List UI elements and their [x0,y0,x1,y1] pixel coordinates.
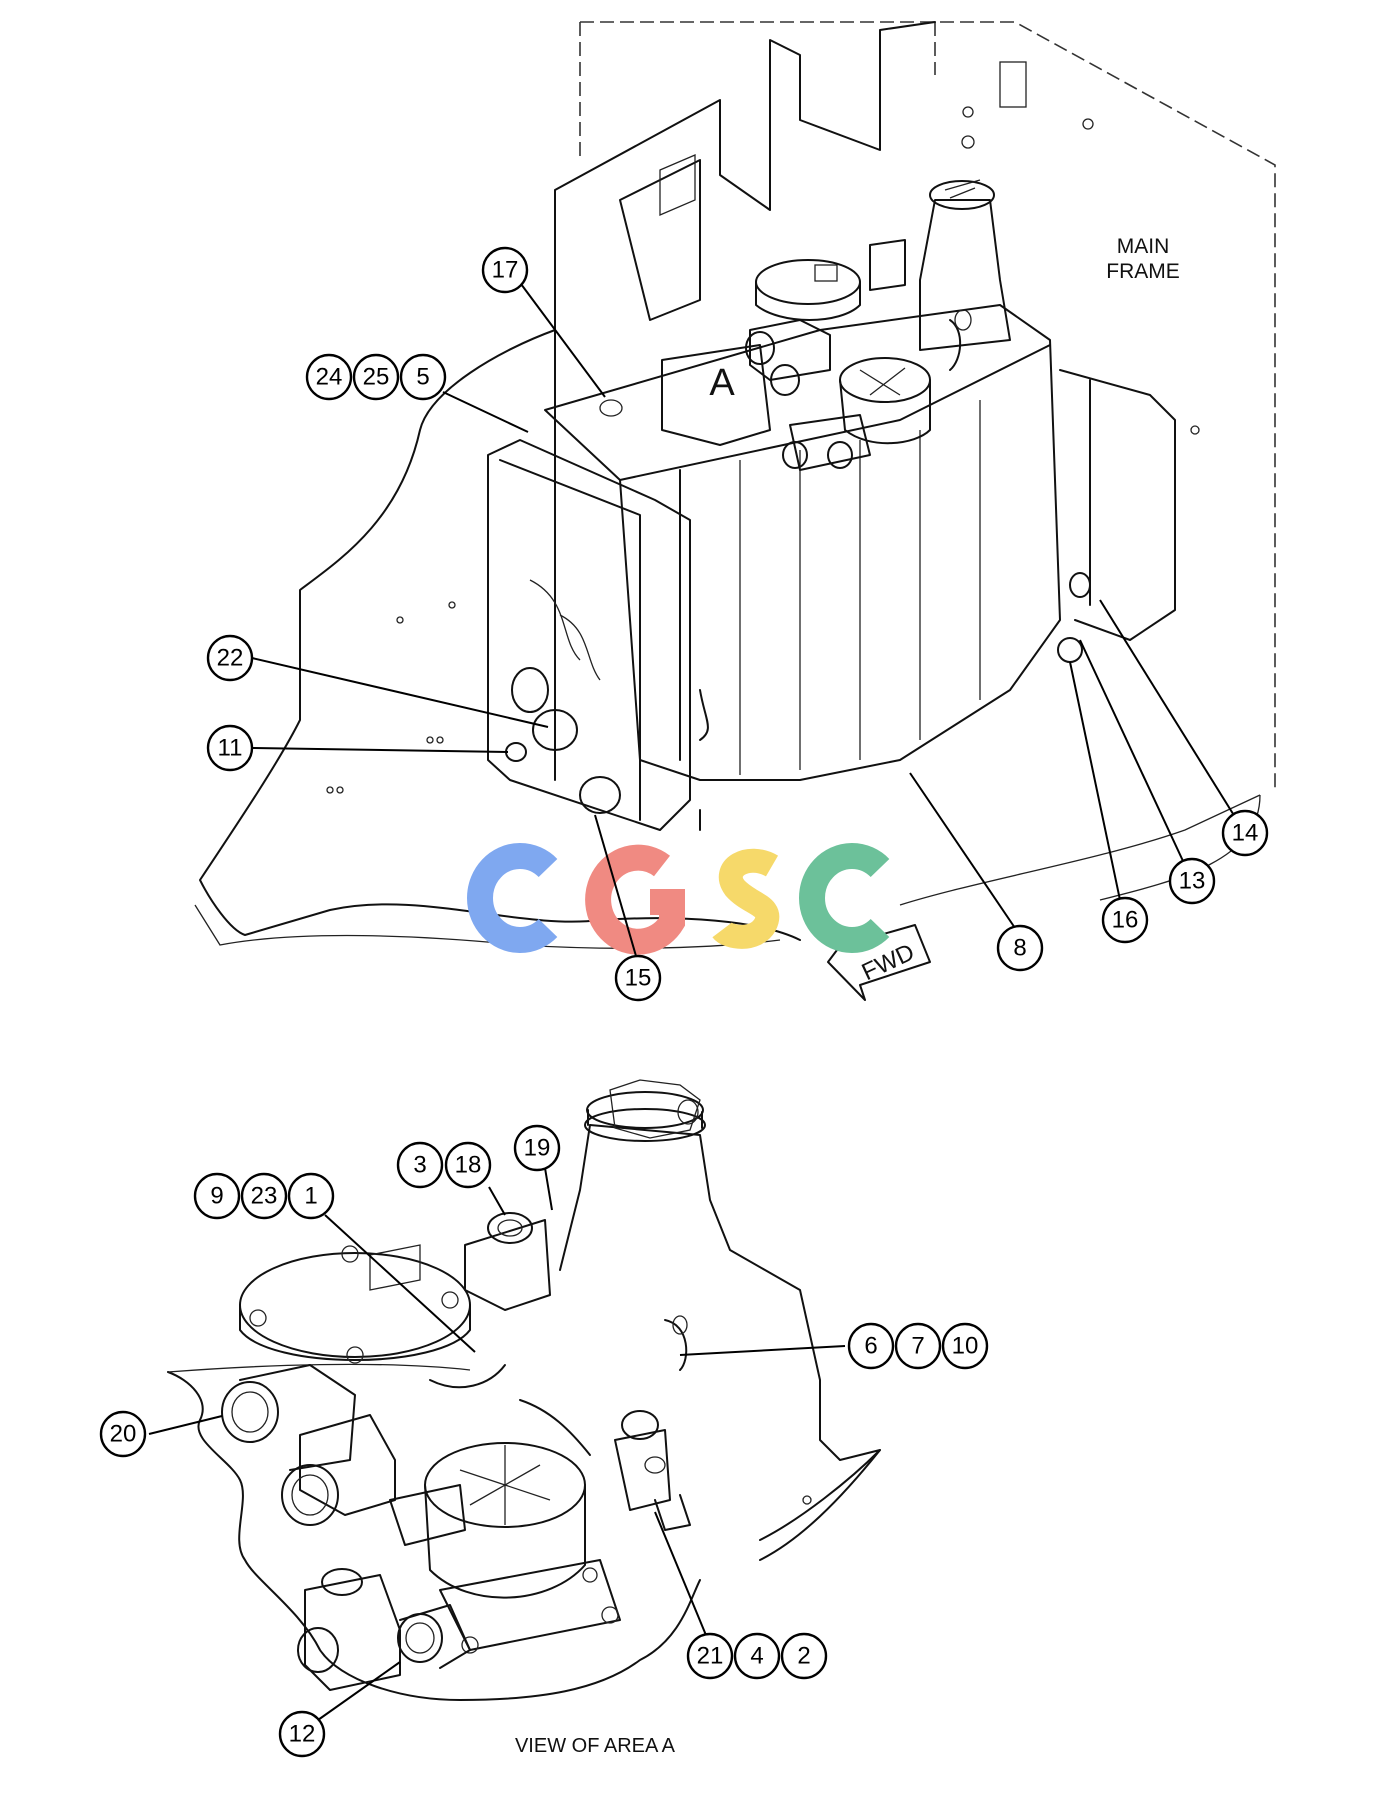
callout-16: 16 [1101,896,1149,944]
callout-24: 24 [305,353,353,401]
callout-12: 12 [278,1710,326,1758]
callout-9-text: 9 [210,1183,223,1210]
callout-1: 1 [287,1172,335,1220]
callout-13: 13 [1168,857,1216,905]
main-frame-label-line1: MAIN [1117,235,1170,258]
callout-9: 9 [193,1172,241,1220]
main-frame-label-line2: FRAME [1106,260,1180,283]
callout-25: 25 [352,353,400,401]
callout-11: 11 [206,724,254,772]
callout-20-text: 20 [110,1421,137,1448]
callout-15: 15 [614,954,662,1002]
callout-8-text: 8 [1013,935,1026,962]
callout-19-text: 19 [524,1135,551,1162]
callout-10: 10 [941,1322,989,1370]
callout-19: 19 [513,1124,561,1172]
callout-14: 14 [1221,809,1269,857]
callout-5-text: 5 [416,364,429,391]
callout-18: 18 [444,1141,492,1189]
callout-18-text: 18 [455,1152,482,1179]
area-a-label: A [709,362,735,404]
callout-12-text: 12 [289,1721,316,1748]
callout-2: 2 [780,1632,828,1680]
callout-6-text: 6 [864,1333,877,1360]
callout-3: 3 [396,1141,444,1189]
callout-23: 23 [240,1172,288,1220]
hydraulic-tank: A [487,179,1176,831]
callout-22-text: 22 [217,645,244,672]
callout-23-text: 23 [251,1183,278,1210]
callout-8: 8 [996,924,1044,972]
callout-15-text: 15 [625,965,652,992]
callout-20: 20 [99,1410,147,1458]
callout-25-text: 25 [363,364,390,391]
callout-16-text: 16 [1112,907,1139,934]
callout-7: 7 [894,1322,942,1370]
callout-3-text: 3 [413,1152,426,1179]
callout-4: 4 [733,1632,781,1680]
leader-lines [148,283,1236,1721]
callout-13-text: 13 [1179,868,1206,895]
callout-21: 21 [686,1632,734,1680]
callout-4-text: 4 [750,1643,763,1670]
callout-7-text: 7 [911,1333,924,1360]
callout-1-text: 1 [304,1183,317,1210]
callout-24-text: 24 [316,364,343,391]
callout-11-text: 11 [218,735,243,762]
main-frame-plate [554,21,1276,790]
detail-view [167,1079,881,1701]
callout-14-text: 14 [1232,820,1259,847]
callout-5: 5 [399,353,447,401]
cgsc-watermark [467,843,890,955]
callout-21-text: 21 [697,1643,724,1670]
callout-2-text: 2 [797,1643,810,1670]
callout-22: 22 [206,634,254,682]
callout-17-text: 17 [492,257,519,284]
callout-10-text: 10 [952,1333,979,1360]
callout-17: 17 [481,246,529,294]
callout-6: 6 [847,1322,895,1370]
floor-plate [194,329,1261,949]
detail-view-caption: VIEW OF AREA A [515,1735,676,1757]
